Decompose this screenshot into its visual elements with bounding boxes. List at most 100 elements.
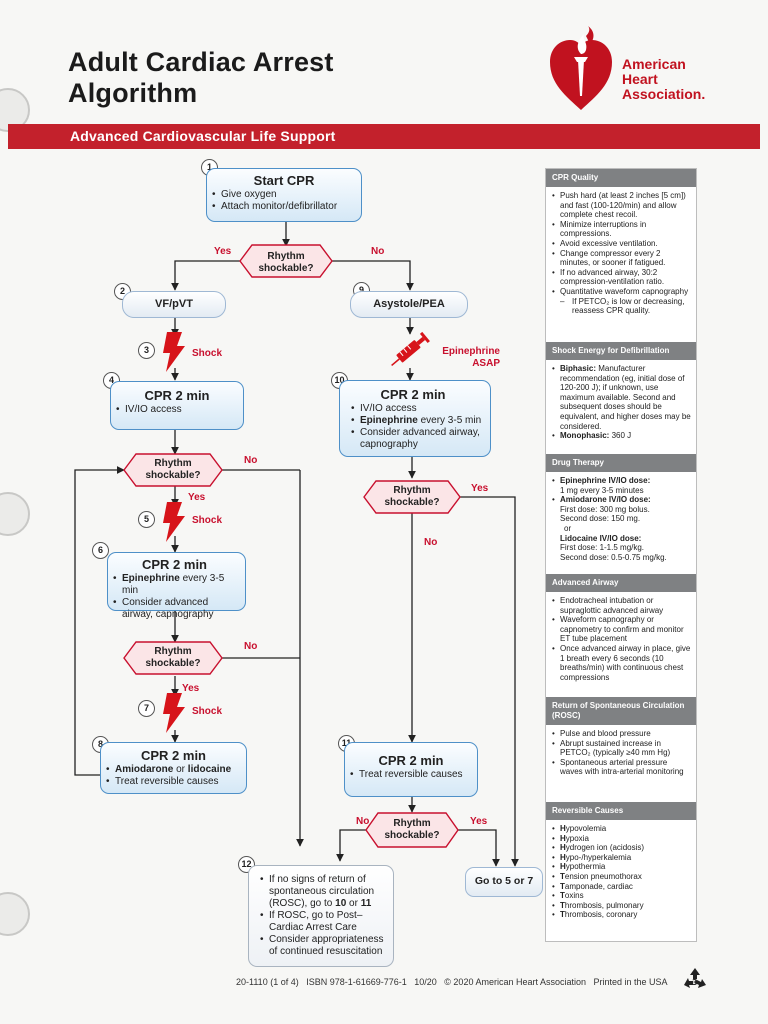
lightning-shock-icon bbox=[163, 502, 185, 542]
goto-5-or-7: Go to 5 or 7 bbox=[465, 867, 543, 897]
decision-text: Rhythm shockable? bbox=[145, 458, 201, 481]
panel-item: If no advanced airway, 30:2 compression-… bbox=[552, 268, 692, 287]
item-initial: T bbox=[560, 900, 565, 910]
panel-item: Thrombosis, pulmonary bbox=[552, 900, 692, 911]
item-text: or bbox=[564, 523, 572, 533]
panel-item: Hypoxia bbox=[552, 833, 692, 844]
panel-item: Push hard (at least 2 inches [5 cm]) and… bbox=[552, 191, 692, 220]
brand-name: American Heart Association. bbox=[622, 57, 732, 102]
panel-subitem: If PETCO₂ is low or decreasing, reassess… bbox=[560, 297, 692, 316]
step-item: If ROSC, go to Post–Cardiac Arrest Care bbox=[260, 910, 389, 934]
sidebar-reference: CPR Quality Push hard (at least 2 inches… bbox=[545, 168, 697, 942]
step-title: CPR 2 min bbox=[141, 557, 207, 572]
banner: Advanced Cardiovascular Life Support bbox=[8, 124, 760, 149]
step-title: CPR 2 min bbox=[144, 388, 210, 403]
panel-item: Waveform capnography or capnometry to co… bbox=[552, 615, 692, 644]
connector bbox=[336, 829, 370, 862]
connector bbox=[460, 496, 519, 867]
item-initial: H bbox=[560, 833, 566, 843]
panel-item: Quantitative waveform capnography bbox=[552, 287, 692, 297]
syringe-icon bbox=[391, 331, 430, 367]
panel-item: Once advanced airway in place, give 1 br… bbox=[552, 644, 692, 682]
step-item-text: or bbox=[346, 898, 361, 909]
step-number: 3 bbox=[138, 342, 155, 359]
item-initial: T bbox=[560, 881, 565, 891]
panel-item: Monophasic: 360 J bbox=[552, 431, 692, 441]
step-ref: 11 bbox=[360, 898, 372, 909]
item-text: Second dose: 150 mg. bbox=[560, 514, 641, 524]
step-start-cpr: Start CPR Give oxygen Attach monitor/def… bbox=[206, 168, 362, 222]
drug-name: Epinephrine bbox=[122, 573, 180, 584]
decision-text: Rhythm shockable? bbox=[145, 646, 201, 669]
panel-reversible-causes: Reversible Causes Hypovolemia Hypoxia Hy… bbox=[546, 802, 696, 920]
panel-item: Toxins bbox=[552, 891, 692, 901]
panel-advanced-airway: Advanced Airway Endotracheal intubation … bbox=[546, 574, 696, 682]
branch-yes: Yes bbox=[214, 246, 232, 257]
panel-shock-energy: Shock Energy for Defibrillation Biphasic… bbox=[546, 342, 696, 441]
step-cpr-2min: CPR 2 min IV/IO access bbox=[110, 381, 244, 430]
step-cpr-2min: CPR 2 min IV/IO access Epinephrine every… bbox=[339, 380, 491, 457]
item-text: ypoxia bbox=[565, 833, 589, 843]
heart-torch-logo-icon bbox=[550, 26, 612, 110]
banner-text: Advanced Cardiovascular Life Support bbox=[70, 128, 336, 144]
title-line-1: Adult Cardiac Arrest bbox=[68, 47, 334, 77]
panel-drug-therapy: Drug Therapy Epinephrine IV/IO dose:1 mg… bbox=[546, 454, 696, 562]
branch-no: No bbox=[424, 537, 438, 548]
panel-item: Amiodarone IV/IO dose:First dose: 300 mg… bbox=[552, 495, 692, 562]
item-text: 360 J bbox=[609, 431, 632, 441]
decision-diamond bbox=[123, 641, 223, 675]
item-initial: H bbox=[560, 852, 566, 862]
item-text: hrombosis, pulmonary bbox=[564, 900, 644, 910]
step-item: IV/IO access bbox=[351, 403, 486, 415]
step-item-text: Consider appropriateness of continued re… bbox=[269, 934, 384, 957]
drug-name: Epinephrine bbox=[360, 415, 418, 426]
item-text: Second dose: 0.5-0.75 mg/kg. bbox=[560, 552, 667, 562]
branch-yes: Yes bbox=[188, 492, 206, 503]
item-label: Monophasic: bbox=[560, 431, 610, 441]
item-text: ypovolemia bbox=[565, 824, 607, 833]
step-item: Consider advanced airway, capnography bbox=[351, 427, 486, 451]
decision-diamond bbox=[365, 812, 459, 848]
panel-item: Hypo-/hyperkalemia bbox=[552, 852, 692, 863]
connector bbox=[332, 260, 414, 291]
step-number: 6 bbox=[92, 542, 109, 559]
item-initial: H bbox=[560, 824, 566, 833]
item-label: Biphasic: bbox=[560, 364, 597, 373]
recycle-icon: 3 bbox=[684, 968, 706, 988]
shock-label: Shock bbox=[192, 706, 223, 717]
step-item-text: every 3-5 min bbox=[417, 415, 482, 426]
step-item: If no signs of return of spontaneous cir… bbox=[260, 874, 389, 910]
step-item-text: Consider advanced airway, capnography bbox=[360, 427, 480, 450]
step-title: CPR 2 min bbox=[380, 387, 446, 402]
panel-item: Minimize interruptions in compressions. bbox=[552, 220, 692, 239]
panel-cpr-quality: CPR Quality Push hard (at least 2 inches… bbox=[546, 169, 696, 316]
branch-no: No bbox=[356, 816, 370, 827]
page-title: Adult Cardiac Arrest Algorithm bbox=[68, 47, 334, 109]
item-text: oxins bbox=[564, 891, 584, 901]
svg-text:3: 3 bbox=[692, 978, 698, 987]
panel-item: Epinephrine IV/IO dose:1 mg every 3-5 mi… bbox=[552, 476, 692, 495]
step-item: Treat reversible causes bbox=[350, 769, 477, 781]
step-item: Consider advanced airway, capnography bbox=[113, 597, 241, 621]
panel-title: CPR Quality bbox=[546, 169, 696, 187]
step-ref: 10 bbox=[335, 898, 347, 909]
drug-name: Amiodarone bbox=[115, 764, 174, 775]
item-initial: H bbox=[560, 843, 566, 853]
item-initial: T bbox=[560, 891, 565, 901]
step-item: Give oxygen bbox=[212, 189, 361, 201]
step-title: Start CPR bbox=[253, 173, 315, 188]
branch-yes: Yes bbox=[182, 683, 200, 694]
item-text: ypothermia bbox=[565, 862, 606, 872]
decision-text: Rhythm shockable? bbox=[258, 251, 314, 274]
panel-item: Change compressor every 2 minutes, or so… bbox=[552, 249, 692, 268]
item-label: Epinephrine IV/IO dose: bbox=[560, 476, 651, 485]
panel-item: Abrupt sustained increase in PETCO₂ (typ… bbox=[552, 739, 692, 758]
panel-title: Reversible Causes bbox=[546, 802, 696, 820]
decision-diamond bbox=[123, 453, 223, 487]
decision-text: Rhythm shockable? bbox=[384, 485, 440, 508]
panel-item: Spontaneous arterial pressure waves with… bbox=[552, 758, 692, 777]
title-line-2: Algorithm bbox=[68, 78, 198, 108]
panel-item: Thrombosis, coronary bbox=[552, 910, 692, 920]
item-initial: H bbox=[560, 862, 566, 872]
step-item: Treat reversible causes bbox=[106, 776, 246, 788]
